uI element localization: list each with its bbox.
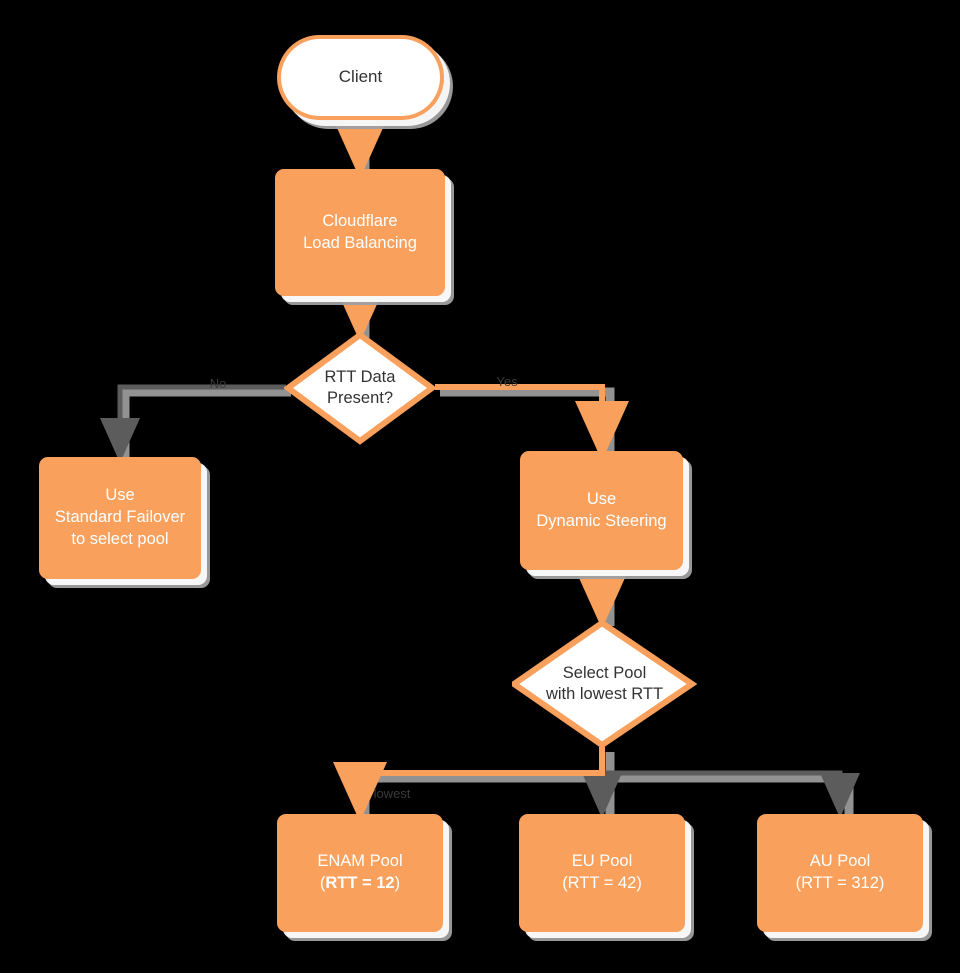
edge-gray-group (100, 384, 860, 818)
node-rtt-present[interactable]: RTT Data Present? (284, 331, 436, 445)
node-eu-pool-line2: (RTT = 42) (562, 874, 642, 892)
node-rtt-present-label: RTT Data Present? (284, 331, 436, 445)
select-pool-diamond-shape (512, 619, 697, 749)
edge-label-rtt-yes: Yes (496, 374, 518, 389)
node-standard-failover-line2: Standard Failover (54, 508, 186, 527)
edge-rtt-yes (435, 384, 629, 461)
node-au-pool-line1: AU Pool (809, 852, 871, 871)
node-enam-pool-rtt: RTT = 12 (325, 874, 395, 892)
node-select-pool-line2: with lowest RTT (545, 685, 664, 703)
edge-label-rtt-no: No (209, 376, 227, 391)
edge-shadows (120, 125, 854, 818)
node-load-balancing-line1: Cloudflare (322, 211, 398, 230)
edge-select-to-enam (333, 747, 605, 822)
node-load-balancing[interactable]: Cloudflare Load Balancing (275, 169, 445, 296)
node-dynamic-steering-line2: Dynamic Steering (536, 511, 667, 530)
node-load-balancing-line2: Load Balancing (303, 233, 417, 252)
node-client-label: Client (338, 67, 383, 87)
node-enam-pool-line1: ENAM Pool (317, 852, 403, 871)
edge-select-to-au (602, 770, 860, 818)
node-enam-pool-line2: (RTT = 12) (320, 873, 400, 895)
node-rtt-present-line1: RTT Data (324, 367, 396, 386)
node-au-pool[interactable]: AU Pool (RTT = 312) (757, 814, 923, 932)
node-dynamic-steering-line1: Use (586, 489, 617, 508)
node-client[interactable]: Client (277, 35, 444, 120)
edge-rtt-no (100, 384, 286, 463)
node-rtt-present-line2: Present? (326, 389, 394, 407)
edge-label-select-to-enam: lowest (373, 786, 411, 801)
node-standard-failover-line1: Use (105, 486, 135, 505)
node-standard-failover-line3: to select pool (71, 529, 169, 548)
node-select-pool-line1: Select Pool (562, 663, 647, 682)
node-enam-pool-paren-open: ( (319, 874, 326, 892)
node-dynamic-steering[interactable]: Use Dynamic Steering (520, 451, 683, 570)
node-select-pool-label: Select Pool with lowest RTT (512, 618, 697, 750)
node-standard-failover[interactable]: Use Standard Failover to select pool (39, 457, 201, 579)
rtt-present-diamond-shape (284, 331, 436, 445)
node-select-pool[interactable]: Select Pool with lowest RTT (512, 618, 697, 750)
node-enam-pool-paren-close: ) (394, 874, 401, 892)
node-eu-pool[interactable]: EU Pool (RTT = 42) (519, 814, 685, 932)
node-au-pool-line2: (RTT = 312) (795, 874, 885, 892)
node-eu-pool-line1: EU Pool (571, 852, 633, 871)
node-enam-pool[interactable]: ENAM Pool (RTT = 12) (277, 814, 443, 932)
